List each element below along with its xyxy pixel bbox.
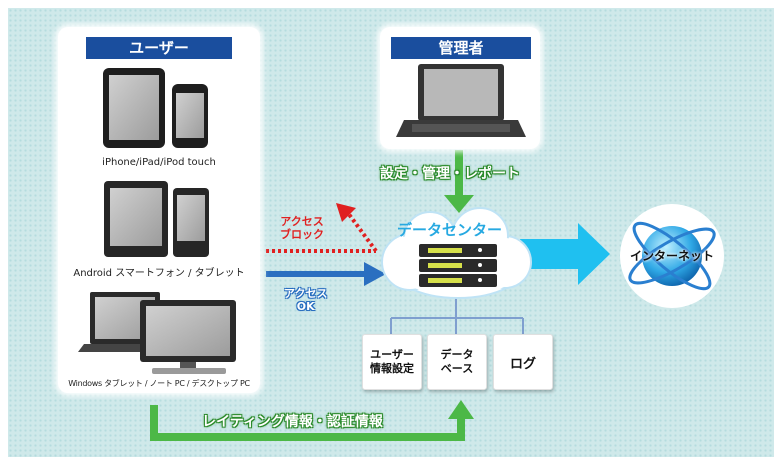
db-box-database: データベース bbox=[427, 334, 487, 390]
rating-arrow-head bbox=[448, 400, 474, 419]
db-box-database-line2: ベース bbox=[440, 362, 474, 375]
db-box-user-settings-line2: 情報設定 bbox=[370, 362, 414, 375]
internet-globe-icon bbox=[620, 204, 724, 308]
rating-label: レイティング情報・認証情報 bbox=[202, 414, 383, 430]
access-block-arrow-head bbox=[336, 203, 356, 222]
access-ok-arrow-head bbox=[364, 262, 386, 286]
access-ok-label-line2: OK bbox=[296, 300, 315, 313]
device-caption-ios: iPhone/iPad/iPod touch bbox=[102, 157, 216, 168]
internet-arrow-head bbox=[578, 223, 610, 285]
rating-arrow bbox=[150, 405, 465, 441]
access-block-label-line2: ブロック bbox=[280, 228, 324, 241]
db-box-log: ログ bbox=[493, 334, 553, 390]
db-box-user-settings-line1: ユーザー bbox=[370, 348, 414, 361]
internet-label: インターネット bbox=[629, 249, 714, 263]
access-block-label: アクセス ブロック bbox=[280, 215, 324, 241]
settings-label: 設定・管理・レポート bbox=[380, 166, 520, 182]
access-ok-arrow bbox=[266, 271, 366, 277]
access-ok-label-line1: アクセス bbox=[284, 287, 328, 300]
users-panel-title: ユーザー bbox=[86, 37, 232, 59]
server-icon bbox=[419, 244, 497, 287]
users-panel: ユーザー iPhone/iPad/iPod touch Android スマート… bbox=[58, 27, 260, 393]
db-box-database-line1: データ bbox=[440, 348, 474, 361]
db-box-log-line1: ログ bbox=[509, 356, 536, 372]
device-caption-android: Android スマートフォン / タブレット bbox=[73, 268, 245, 279]
access-block-label-line1: アクセス bbox=[280, 215, 324, 228]
settings-arrow bbox=[455, 150, 463, 198]
device-caption-windows: Windows タブレット / ノート PC / デスクトップ PC bbox=[68, 379, 250, 388]
settings-arrow-head bbox=[444, 195, 474, 213]
admin-panel-title: 管理者 bbox=[391, 37, 531, 59]
access-ok-label: アクセス OK bbox=[284, 287, 327, 313]
db-box-user-settings: ユーザー情報設定 bbox=[362, 334, 422, 390]
db-tree-lines bbox=[390, 296, 524, 334]
datacenter-label: データセンター bbox=[397, 221, 503, 239]
